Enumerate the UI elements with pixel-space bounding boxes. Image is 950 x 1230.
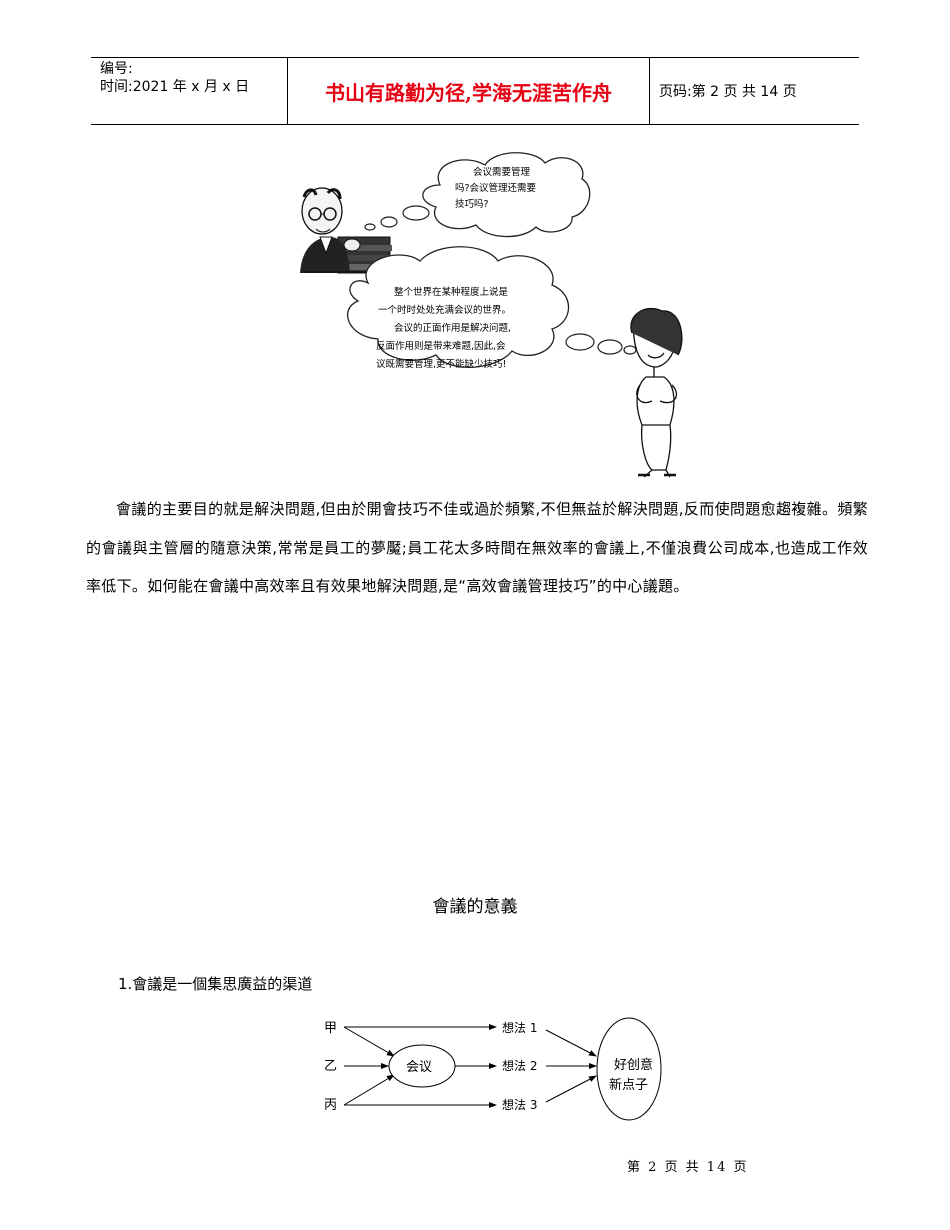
result-line1: 好创意: [614, 1057, 653, 1073]
thought-bubble-question: 会议需要管理 吗?会议管理还需要 技巧吗?: [364, 152, 591, 238]
bubble2-line1: 整个世界在某种程度上说是: [394, 286, 509, 298]
section-title: 會議的意義: [432, 897, 518, 917]
bubble1-line1: 会议需要管理: [473, 166, 531, 178]
idea-1: 想法 1: [502, 1020, 537, 1035]
diagram-arrows: [343, 1024, 597, 1108]
intro-paragraph: 會議的主要目的就是解決問題,但由於開會技巧不佳或過於頻繁,不但無益於解決問題,反…: [86, 500, 868, 595]
person-bing: 丙: [324, 1098, 337, 1113]
result-node: [596, 1017, 662, 1121]
result-line2: 新点子: [609, 1077, 648, 1093]
bubble2-line4: 反面作用则是带来难题,因此,会: [376, 340, 506, 352]
bubble1-line2: 吗?会议管理还需要: [455, 182, 536, 194]
idea-2: 想法 2: [502, 1058, 537, 1073]
woman-figure: [630, 307, 683, 478]
document-date: 时间:2021 年 x 月 x 日: [100, 79, 250, 95]
document-number-label: 编号:: [100, 61, 133, 77]
person-jia: 甲: [324, 1021, 337, 1036]
page-footer: 第 2 页 共 14 页: [627, 1160, 749, 1175]
meeting-node-label: 会议: [406, 1060, 432, 1075]
professor-figure: [300, 187, 392, 274]
header-page-info: 页码:第 2 页 共 14 页: [659, 84, 797, 100]
meeting-flow-diagram: 甲 乙 丙 会议 想法 1 想法 2 想法 3 好创意 新点子: [324, 1017, 662, 1121]
bubble2-line2: 一个时时处处充满会议的世界。: [378, 304, 511, 316]
bubble2-line5: 议既需要管理,更不能缺少技巧!: [376, 358, 506, 370]
bubble1-line3: 技巧吗?: [455, 198, 489, 210]
bubble2-line3: 会议的正面作用是解决问题,: [394, 322, 511, 334]
person-yi: 乙: [324, 1059, 337, 1074]
thought-bubble-statement: 整个世界在某种程度上说是 一个时时处处充满会议的世界。 会议的正面作用是解决问题…: [347, 246, 637, 370]
header-meta: 编号: 时间:2021 年 x 月 x 日: [91, 58, 287, 124]
header-motto: 书山有路勤为径,学海无涯苦作舟: [287, 58, 650, 124]
diagram-ideas: 想法 1 想法 2 想法 3: [502, 1020, 537, 1112]
diagram-people: 甲 乙 丙: [324, 1021, 337, 1113]
list-item-1: 1.會議是一個集思廣益的渠道: [118, 975, 313, 993]
meeting-node: [388, 1044, 456, 1088]
document-header: 编号: 时间:2021 年 x 月 x 日 书山有路勤为径,学海无涯苦作舟 页码…: [91, 57, 859, 125]
cartoon-illustration: 会议需要管理 吗?会议管理还需要 技巧吗? 整个世界在某种程度上说是 一个时时处…: [300, 152, 683, 478]
idea-3: 想法 3: [502, 1097, 537, 1112]
